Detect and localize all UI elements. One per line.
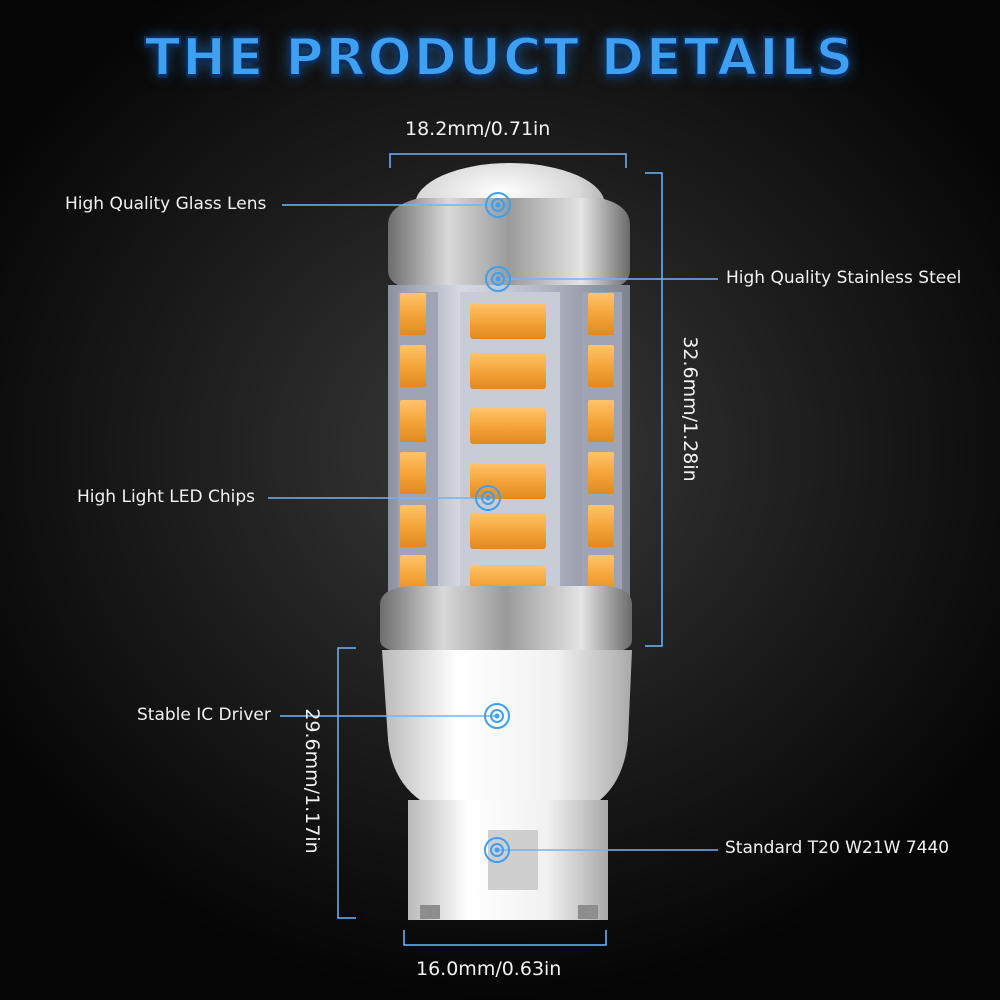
- callout-markers: [475, 192, 511, 863]
- callout-glass-lens: High Quality Glass Lens: [65, 194, 267, 214]
- callout-stainless-steel: High Quality Stainless Steel: [726, 268, 962, 288]
- dimension-height-base: 29.6mm/1.17in: [301, 708, 323, 854]
- leader-lines: [268, 204, 718, 851]
- page-title: THE PRODUCT DETAILS: [144, 27, 856, 89]
- callout-ic-driver: Stable IC Driver: [137, 705, 271, 725]
- dimension-width-bottom: 16.0mm/0.63in: [416, 958, 562, 980]
- steel-cap: [388, 198, 630, 290]
- led-chips-center: [470, 303, 546, 601]
- target-icon: [484, 703, 510, 729]
- dimension-width-top: 18.2mm/0.71in: [405, 118, 551, 140]
- callout-led-chips: High Light LED Chips: [77, 487, 256, 507]
- led-chips-right: [588, 293, 614, 597]
- dimension-lines: [337, 153, 663, 946]
- callout-standard: Standard T20 W21W 7440: [725, 838, 950, 858]
- dimension-height-top: 32.6mm/1.28in: [679, 336, 701, 482]
- steel-ring: [380, 586, 632, 652]
- ic-driver-housing: [382, 650, 632, 800]
- target-icon: [485, 266, 511, 292]
- target-icon: [475, 485, 501, 511]
- target-icon: [485, 192, 511, 218]
- target-icon: [484, 837, 510, 863]
